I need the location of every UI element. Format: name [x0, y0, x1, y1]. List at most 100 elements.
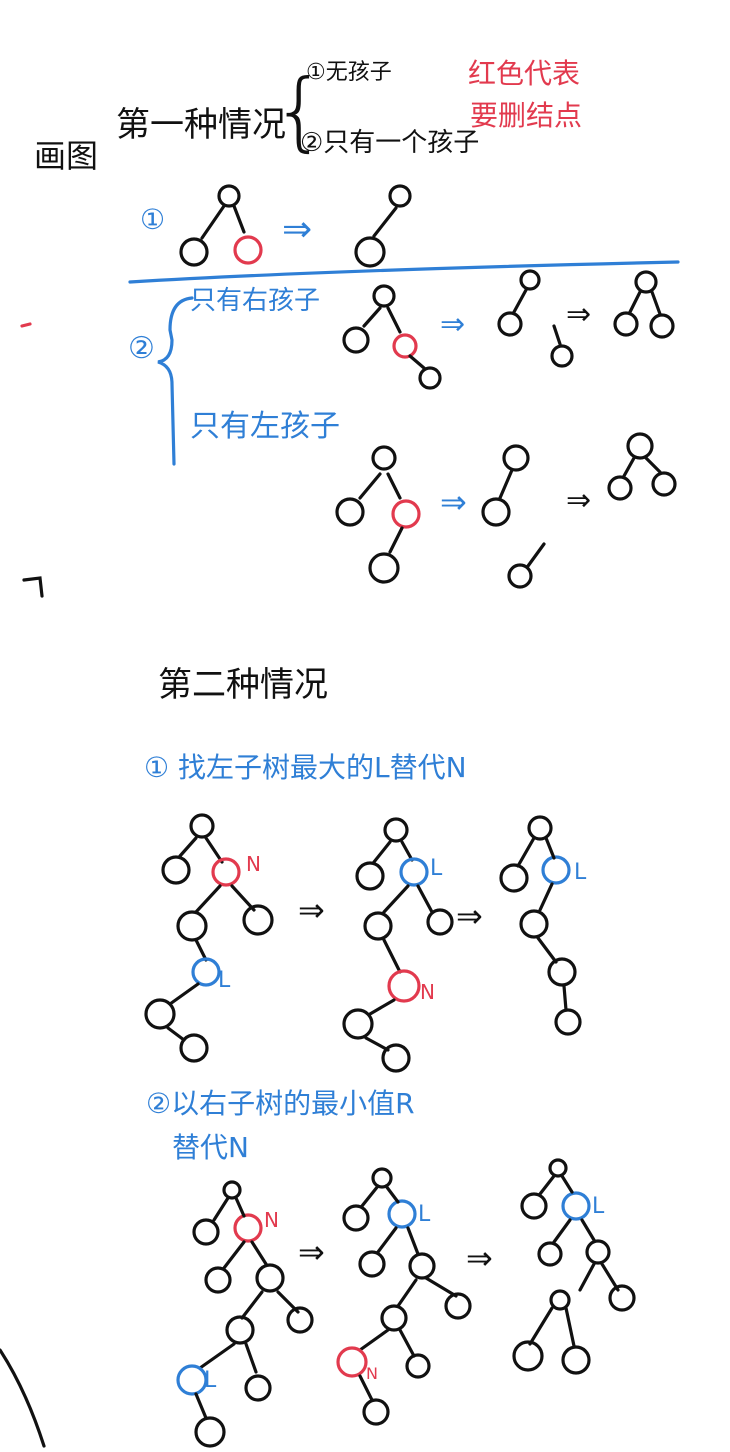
tree-node-16 [371, 445, 397, 471]
tree-node-18 [391, 499, 421, 529]
tree-edge-62 [564, 1306, 576, 1348]
case2-brace [157, 296, 194, 466]
tree-edge-33 [544, 836, 556, 860]
tree-edge-8 [552, 324, 562, 346]
tree-node-37 [363, 911, 393, 941]
tree-edge-38 [234, 1196, 246, 1218]
tree-edge-51 [396, 1278, 418, 1308]
tree-node-43 [499, 863, 529, 893]
tree-edge-14 [498, 468, 514, 500]
case1-num2: ② [128, 331, 155, 366]
tree-edge-48 [376, 1226, 398, 1254]
tree-node-24 [607, 475, 633, 501]
tree-edge-58 [580, 1218, 596, 1242]
separator-line [128, 260, 680, 284]
legend-line2: 要删结点 [470, 99, 583, 132]
tree-node-21 [481, 497, 511, 527]
tree-edge-1 [200, 204, 226, 240]
tree-node-76 [561, 1345, 591, 1375]
tree-node-14 [613, 311, 639, 337]
label-l-5: L [592, 1194, 605, 1219]
tree-edge-27 [382, 884, 410, 914]
tree-node-68 [548, 1158, 568, 1178]
tree-node-34 [383, 817, 409, 843]
tree-node-63 [444, 1292, 472, 1320]
arrow-7: ⇒ [456, 897, 483, 935]
tree-edge-6 [408, 354, 426, 370]
tree-node-45 [519, 909, 549, 939]
tree-node-50 [233, 1213, 263, 1243]
tree-edge-35 [536, 936, 558, 964]
tree-node-29 [176, 910, 208, 942]
tree-edge-49 [406, 1226, 420, 1256]
case2-method1: ① 找左子树最大的L替代N [144, 751, 467, 784]
tree-node-26 [189, 813, 215, 839]
tree-node-53 [225, 1315, 255, 1345]
tree-node-39 [387, 969, 421, 1003]
tree-node-15 [649, 313, 675, 339]
tree-node-36 [399, 857, 429, 887]
label-n-1: N [246, 852, 261, 876]
tree-node-47 [554, 1008, 582, 1036]
draw-label: 画图 [34, 137, 99, 175]
tree-edge-7 [512, 288, 528, 314]
tree-node-74 [549, 1289, 571, 1311]
margin-stroke [0, 1348, 46, 1448]
tree-edge-36 [562, 984, 568, 1012]
tree-edge-24 [166, 1026, 186, 1042]
case2-method2-line2: 替代N [172, 1131, 249, 1164]
tree-edge-17 [644, 456, 662, 474]
tree-edge-60 [600, 1262, 620, 1292]
tree-node-22 [507, 563, 533, 589]
tree-node-33 [179, 1033, 209, 1063]
tree-node-11 [497, 311, 523, 337]
tree-edge-30 [368, 998, 396, 1016]
tree-edge-56 [560, 1174, 574, 1194]
tree-edge-29 [382, 938, 402, 974]
tree-node-25 [651, 471, 677, 497]
tree-node-46 [547, 957, 577, 987]
tree-node-19 [368, 552, 400, 584]
stray-mark [20, 322, 32, 328]
tree-node-65 [336, 1346, 368, 1378]
arrow-1: ⇒ [282, 209, 313, 250]
arrow-3: ⇒ [566, 297, 592, 332]
tree-edge-46 [360, 1184, 380, 1208]
tree-node-35 [355, 861, 385, 891]
tree-node-71 [537, 1241, 563, 1267]
tree-node-69 [520, 1192, 548, 1220]
tree-node-8 [392, 333, 418, 359]
tree-node-9 [418, 366, 442, 390]
arrow-9: ⇒ [466, 1239, 493, 1277]
tree-node-72 [585, 1239, 611, 1265]
legend-line1: 红色代表 [468, 57, 581, 90]
tree-edge-53 [398, 1328, 416, 1358]
tree-node-23 [626, 432, 654, 460]
tree-node-38 [426, 908, 454, 936]
label-l-1: L [218, 968, 231, 993]
tree-node-56 [244, 1374, 272, 1402]
tree-node-57 [194, 1416, 226, 1448]
tree-node-6 [372, 284, 396, 308]
tree-node-12 [550, 344, 574, 368]
tree-node-28 [211, 857, 241, 887]
tree-node-42 [527, 815, 553, 841]
tree-edge-23 [168, 982, 200, 1006]
tree-edge-28 [416, 884, 434, 914]
tree-edge-44 [244, 1342, 258, 1374]
tree-node-2 [179, 237, 209, 267]
arrow-5: ⇒ [566, 483, 592, 518]
case2-method2-line1: ②以右子树的最小值R [146, 1087, 415, 1120]
tree-node-40 [342, 1008, 374, 1040]
tree-edge-55 [538, 1174, 556, 1196]
tree-edge-16 [622, 456, 636, 478]
tree-edge-22 [194, 938, 208, 962]
tree-node-58 [371, 1167, 393, 1189]
tree-node-10 [519, 269, 541, 291]
tree-node-27 [161, 855, 191, 885]
tree-node-52 [255, 1263, 285, 1293]
label-n-2: N [420, 980, 435, 1004]
case1-title: 第一种情况 [116, 105, 286, 145]
tree-node-13 [634, 270, 658, 294]
tree-node-7 [342, 326, 370, 354]
